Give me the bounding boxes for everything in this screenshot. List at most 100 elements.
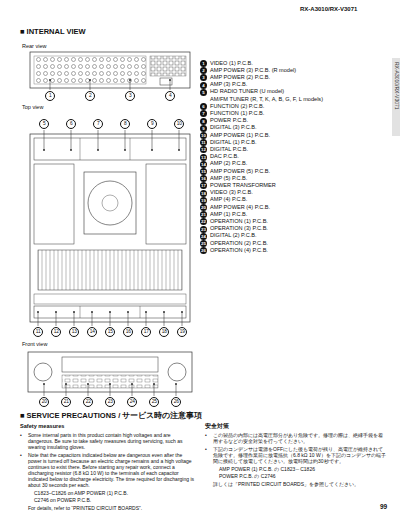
view-label: Top view: [22, 104, 43, 110]
part-name: HD RADIO TUNER (U model): [210, 88, 284, 95]
leader-line: [50, 80, 51, 90]
callout-number: 26: [171, 397, 181, 407]
leader-dot: [129, 79, 131, 81]
leader-dot: [163, 311, 165, 313]
leader-dot: [43, 149, 45, 151]
list-number: 23: [200, 226, 207, 233]
view-label: Front view: [22, 341, 47, 347]
capacitor-ref: AMP POWER (1) P.C.B. の C1823～C1826: [219, 466, 387, 472]
leader-line: [146, 312, 147, 326]
callout-number: 13: [69, 327, 79, 337]
list-number: 9: [200, 125, 207, 132]
callout-number: 25: [149, 397, 159, 407]
list-number: 13: [200, 154, 207, 161]
english-column: •Some internal parts in this product con…: [20, 432, 196, 511]
list-number: 25: [200, 240, 207, 247]
part-name: AMP POWER (4) P.C.B.: [210, 204, 270, 211]
callout-number: 10: [174, 119, 184, 129]
part-name: FUNCTION (1) P.C.B.: [210, 110, 264, 117]
paragraph: Note that the capacitors indicated below…: [28, 452, 196, 488]
callout-number: 8: [120, 119, 130, 129]
bullet-item: •Note that the capacitors indicated belo…: [20, 452, 196, 488]
capacitor-ref: POWER P.C.B. の C2746: [219, 473, 387, 479]
leader-dot: [73, 311, 75, 313]
part-name: DIGITAL (1) P.C.B.: [210, 139, 257, 146]
leader-line: [74, 312, 75, 326]
list-number: 18: [200, 190, 207, 197]
rear-view: [30, 52, 190, 88]
top-view: [30, 134, 190, 322]
leader-line: [152, 130, 153, 150]
callout-number: 6: [66, 119, 76, 129]
bullet: •: [205, 432, 213, 444]
list-number: 26: [200, 247, 207, 254]
part-name: OPERATION (1) P.C.B.: [210, 218, 268, 225]
leader-dot: [169, 79, 171, 81]
leader-dot: [109, 383, 111, 385]
leader-dot: [145, 311, 147, 313]
callout-number: 9: [147, 119, 157, 129]
leader-dot: [97, 149, 99, 151]
part-name: DIGITAL (3) P.C.B.: [210, 124, 257, 131]
page-number: 99: [380, 503, 387, 510]
bullet-item: •下記のコンデンサは電源をOFFにした後も電荷が残り、高電圧が維持されて危険です…: [205, 446, 387, 464]
list-number: 22: [200, 218, 207, 225]
callout-number: 18: [159, 327, 169, 337]
japanese-column: •この製品の内部には高電圧部分があり危険です。修理の際は、絶縁手袋を着用するなど…: [205, 432, 387, 487]
part-name: POWER TRANSFORMER: [210, 182, 276, 189]
sub-heading: 安全対策: [205, 423, 229, 429]
callout-number: 1: [45, 91, 55, 101]
leader-line: [130, 80, 131, 90]
leader-line: [132, 384, 133, 396]
list-number: 10: [200, 132, 207, 139]
callout-number: 4: [165, 91, 175, 101]
note: For details, refer to “PRINTED CIRCUIT B…: [28, 505, 196, 511]
part-name: DIGITAL (2) P.C.B.: [210, 232, 257, 239]
part-name: AM/FM TUNER (R, T, K, A, B, G, F, L mode…: [210, 96, 323, 103]
leader-line: [154, 384, 155, 396]
leader-dot: [175, 383, 177, 385]
list-number: 19: [200, 197, 207, 204]
capacitor-ref: C2746 on POWER P.C.B.: [34, 497, 196, 503]
callout-number: 12: [51, 327, 61, 337]
model-header: RX-A3010/RX-V3071: [300, 6, 357, 13]
list-number: 3: [200, 74, 207, 81]
callout-number: 3: [125, 91, 135, 101]
callout-number: 2: [85, 91, 95, 101]
leader-line: [56, 312, 57, 326]
list-number: 21: [200, 211, 207, 218]
callout-number: 11: [33, 327, 43, 337]
callout-number: 22: [83, 397, 93, 407]
leader-line: [71, 130, 72, 150]
callout-number: 23: [105, 397, 115, 407]
leader-dot: [55, 311, 57, 313]
list-number: 7: [200, 110, 207, 117]
leader-dot: [87, 383, 89, 385]
list-number: 24: [200, 233, 207, 240]
leader-line: [38, 312, 39, 326]
leader-dot: [127, 311, 129, 313]
leader-line: [90, 80, 91, 90]
leader-dot: [70, 149, 72, 151]
leader-dot: [91, 311, 93, 313]
part-name: VIDEO (1) P.C.B.: [210, 60, 253, 67]
callout-number: 20: [39, 397, 49, 407]
part-name: AMP POWER (3) P.C.B. (R model): [210, 67, 296, 74]
callout-number: 16: [123, 327, 133, 337]
side-tab: [392, 58, 400, 136]
leader-line: [88, 384, 89, 396]
list-number: 15: [200, 168, 207, 175]
part-name: OPERATION (4) P.C.B.: [210, 247, 268, 254]
paragraph: Some internal parts in this product cont…: [28, 432, 196, 450]
note: 詳しくは「PRINTED CIRCUIT BOARDS」を参照してください。: [213, 481, 387, 487]
part-name: VIDEO (3) P.C.B.: [210, 189, 253, 196]
leader-line: [110, 384, 111, 396]
leader-line: [44, 130, 45, 150]
leader-dot: [49, 79, 51, 81]
list-number: 4: [200, 82, 207, 89]
leader-line: [92, 312, 93, 326]
sub-heading: Safety measures: [20, 423, 64, 429]
list-number: 14: [200, 161, 207, 168]
bullet: •: [20, 452, 28, 488]
